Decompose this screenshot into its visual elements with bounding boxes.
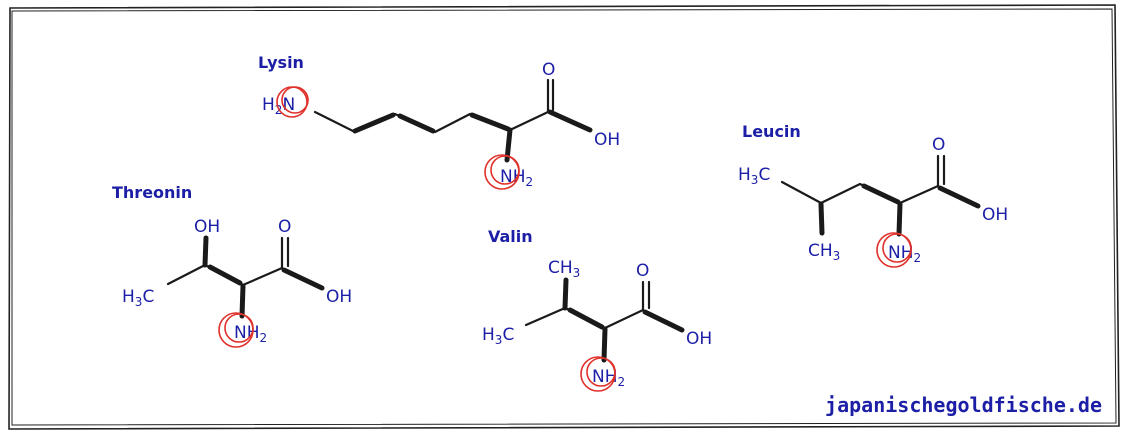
lysin-wedge-3 <box>469 112 511 132</box>
valin-name: Valin <box>488 227 533 246</box>
lysin-side-amine-highlight-2 <box>281 86 309 114</box>
valin-hydroxyl: OH <box>686 329 712 349</box>
leucin-carbonyl-o: O <box>932 135 945 155</box>
threonin-amine-highlight-2 <box>224 313 254 343</box>
threonin-carbonyl-o: O <box>278 217 291 237</box>
lysin-hydroxyl: OH <box>594 130 620 150</box>
leucin-amine-highlight-2 <box>882 233 912 263</box>
threonin-chain <box>166 236 284 287</box>
molecule-lysin: Lysin H2N O OH NH2 <box>258 53 620 190</box>
threonin-side-hydroxyl: OH <box>194 217 220 237</box>
lysin-c-n <box>504 127 513 163</box>
leucin-chain <box>780 154 940 205</box>
threonin-methyl: H3C <box>122 287 154 309</box>
lysin-c-oh <box>547 109 593 133</box>
valin-chain <box>524 280 645 330</box>
lysin-wedge-1 <box>352 112 396 134</box>
leucin-c-oh <box>937 185 981 209</box>
lysin-carbonyl-o: O <box>542 60 555 80</box>
threonin-wedge <box>207 264 243 286</box>
threonin-c-oh2 <box>281 267 325 291</box>
valin-carbonyl-o: O <box>636 261 649 281</box>
valin-c-methyl <box>562 277 569 311</box>
molecule-valin: Valin CH3 H3C O OH NH2 <box>482 227 712 392</box>
valin-wedge <box>567 307 605 330</box>
leucin-c-n <box>896 201 903 237</box>
threonin-c-oh <box>202 235 209 268</box>
threonin-name: Threonin <box>112 183 192 202</box>
threonin-hydroxyl: OH <box>326 287 352 307</box>
leucin-methyl-bottom: CH3 <box>808 241 840 263</box>
threonin-c-n <box>239 283 246 319</box>
lysin-name: Lysin <box>258 53 304 72</box>
lysin-chain <box>313 78 550 134</box>
lysin-amine-highlight-2 <box>490 155 520 185</box>
leucin-name: Leucin <box>742 122 801 141</box>
leucin-c-methyl <box>818 201 825 236</box>
leucin-methyl-top: H3C <box>738 165 770 187</box>
valin-c-oh <box>642 309 685 333</box>
molecule-threonin: Threonin OH H3C O OH NH2 <box>112 183 352 348</box>
leucin-wedge <box>861 183 901 205</box>
site-watermark: japanischegoldfische.de <box>825 393 1102 417</box>
valin-amine-highlight-2 <box>586 357 616 387</box>
valin-methyl-top: CH3 <box>548 258 580 280</box>
leucin-hydroxyl: OH <box>982 205 1008 225</box>
valin-methyl-left: H3C <box>482 325 514 347</box>
frame <box>8 4 1120 430</box>
lysin-side-amine: H2N <box>262 95 295 117</box>
valin-c-n <box>601 326 608 363</box>
molecule-leucin: Leucin H3C CH3 O OH NH2 <box>738 122 1008 268</box>
lysin-wedge-2 <box>397 113 436 134</box>
